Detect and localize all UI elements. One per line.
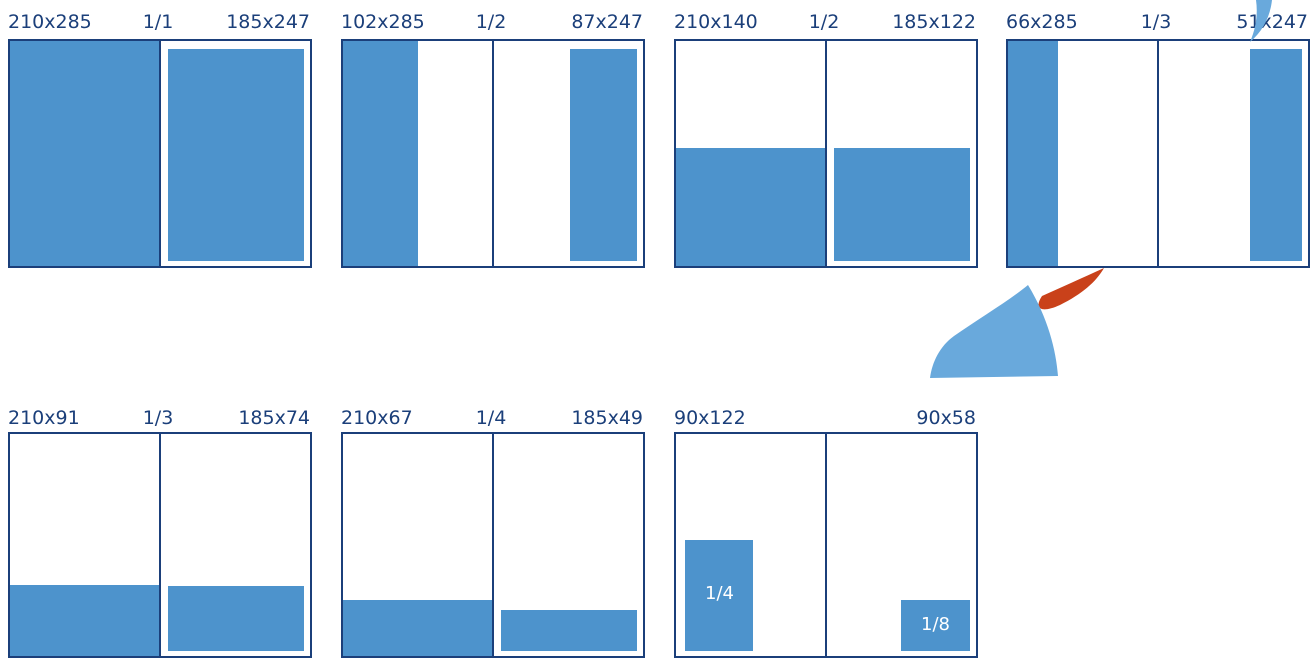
trim-area: [570, 49, 637, 261]
spread-frame: [8, 432, 312, 658]
trim-size-label: 87x247: [571, 11, 643, 33]
spread-frame: [674, 39, 978, 268]
full-size-label: 210x140: [674, 11, 758, 33]
spread-divider: [825, 41, 827, 266]
bleed-area: [343, 600, 493, 656]
bleed-area: [1008, 41, 1058, 266]
format-labels: 210x140 1/2 185x122: [674, 9, 976, 35]
trim-size-label: 90x58: [916, 407, 976, 429]
swirl-blue-top: [1250, 0, 1272, 42]
trim-area: [1250, 49, 1302, 261]
spread-divider: [1157, 41, 1159, 266]
fraction-label: 1/2: [475, 11, 507, 33]
format-labels: 210x67 1/4 185x49: [341, 405, 643, 431]
trim-area: [501, 610, 637, 651]
spread-divider: [159, 41, 161, 266]
trim-area: [168, 586, 304, 651]
full-size-label: 90x122: [674, 407, 746, 429]
swirl-blue-ribbon: [930, 285, 1058, 378]
trim-size-label: 185x49: [571, 407, 643, 429]
eighth-box-label: 1/8: [921, 614, 950, 635]
format-labels: 66x285 1/3 51x247: [1006, 9, 1308, 35]
trim-area: [834, 148, 970, 261]
trim-area: [168, 49, 304, 261]
fraction-label: 1/1: [142, 11, 174, 33]
spread-divider: [825, 434, 827, 656]
fraction-label: 1/4: [475, 407, 507, 429]
decorative-swirl: [930, 0, 1272, 378]
format-labels: 90x122 90x58: [674, 405, 976, 431]
full-size-label: 66x285: [1006, 11, 1078, 33]
trim-size-label: 185x74: [238, 407, 310, 429]
trim-size-label: 51x247: [1236, 11, 1308, 33]
bleed-area: [10, 585, 160, 656]
fraction-label: 1/3: [1140, 11, 1172, 33]
fraction-label: 1/2: [808, 11, 840, 33]
spread-frame: [1006, 39, 1310, 268]
quarter-box: 1/4: [685, 540, 753, 651]
full-size-label: 210x285: [8, 11, 92, 33]
format-labels: 210x285 1/1 185x247: [8, 9, 310, 35]
full-size-label: 102x285: [341, 11, 425, 33]
eighth-box: 1/8: [901, 600, 970, 651]
trim-size-label: 185x247: [226, 11, 310, 33]
full-size-label: 210x91: [8, 407, 80, 429]
spread-frame: [8, 39, 312, 268]
fraction-label: 1/3: [142, 407, 174, 429]
swirl-orange-ribbon: [1038, 268, 1104, 310]
quarter-box-label: 1/4: [705, 583, 734, 604]
bleed-area: [676, 148, 826, 266]
spread-divider: [159, 434, 161, 656]
spread-frame: [341, 39, 645, 268]
format-labels: 210x91 1/3 185x74: [8, 405, 310, 431]
spread-divider: [492, 434, 494, 656]
bleed-area: [343, 41, 418, 266]
full-size-label: 210x67: [341, 407, 413, 429]
spread-divider: [492, 41, 494, 266]
format-labels: 102x285 1/2 87x247: [341, 9, 643, 35]
spread-frame: [341, 432, 645, 658]
trim-size-label: 185x122: [892, 11, 976, 33]
spread-frame: 1/4 1/8: [674, 432, 978, 658]
bleed-area: [10, 41, 160, 266]
